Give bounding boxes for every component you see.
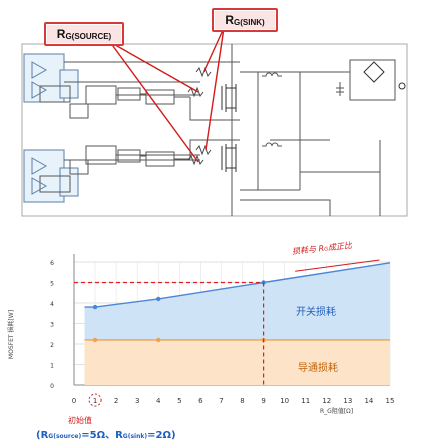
y-tick-label: 3 xyxy=(50,322,54,329)
switching-loss-label: 开关损耗 xyxy=(296,307,336,318)
trend-tail: 成正比 xyxy=(327,240,353,253)
x-tick-label: 11 xyxy=(301,397,310,405)
initial-value-circle xyxy=(88,393,102,407)
x-tick-label: 7 xyxy=(219,397,223,405)
rg-sink-main: R xyxy=(225,13,234,27)
conduction-loss-area xyxy=(84,339,391,385)
y-tick-label: 4 xyxy=(50,301,54,308)
x-tick-label: 12 xyxy=(322,397,331,405)
y-tick-label: 0 xyxy=(50,383,54,390)
x-tick-label: 0 xyxy=(72,397,76,405)
rg-source-sub: G(SOURCE) xyxy=(65,31,112,41)
x-tick-label: 10 xyxy=(280,397,289,405)
initial-params-a: (R xyxy=(36,430,49,441)
x-tick-label: 15 xyxy=(386,397,395,405)
trend-arrow xyxy=(295,259,380,272)
switching-loss-point xyxy=(92,304,98,310)
x-tick-label: 5 xyxy=(177,397,181,405)
x-tick-label: 14 xyxy=(364,397,373,405)
initial-value-label: 初始值 xyxy=(68,416,92,425)
initial-params-e: =2Ω) xyxy=(147,430,176,441)
switching-loss-area xyxy=(84,262,391,340)
x-axis-label: R_G阻值[Ω] xyxy=(320,408,354,415)
conduction-loss-point xyxy=(156,337,161,343)
x-tick-label: 9 xyxy=(261,397,265,405)
x-tick-label: 8 xyxy=(240,397,244,405)
chart-marks xyxy=(74,259,380,407)
x-tick-label: 13 xyxy=(343,397,352,405)
y-tick-label: 1 xyxy=(50,363,54,370)
trend-text: 损耗与 R xyxy=(291,243,325,257)
initial-params: (RG(source)=5Ω、RG(sink)=2Ω) xyxy=(36,426,176,441)
initial-params-d: G(sink) xyxy=(122,433,148,440)
initial-params-c: =5Ω、R xyxy=(81,430,123,441)
conduction-loss-point xyxy=(92,337,98,343)
circuit-schematic xyxy=(21,27,408,217)
y-axis-label: MOSFET 损耗[W] xyxy=(8,309,16,360)
initial-params-b: G(source) xyxy=(48,433,82,440)
chart-areas xyxy=(84,262,391,385)
rg-source-main: R xyxy=(56,27,66,41)
x-tick-label: 6 xyxy=(198,397,203,405)
y-tick-label: 5 xyxy=(50,281,54,288)
x-tick-label: 3 xyxy=(135,397,139,405)
x-tick-label: 1 xyxy=(93,397,97,405)
switching-loss-point xyxy=(156,296,161,302)
conduction-loss-label: 导通损耗 xyxy=(298,363,338,374)
rg-sink-sub: G(SINK) xyxy=(234,17,265,27)
x-tick-label: 4 xyxy=(156,397,161,405)
y-tick-label: 2 xyxy=(50,342,54,349)
x-tick-label: 2 xyxy=(114,397,118,405)
y-tick-label: 6 xyxy=(50,260,54,267)
